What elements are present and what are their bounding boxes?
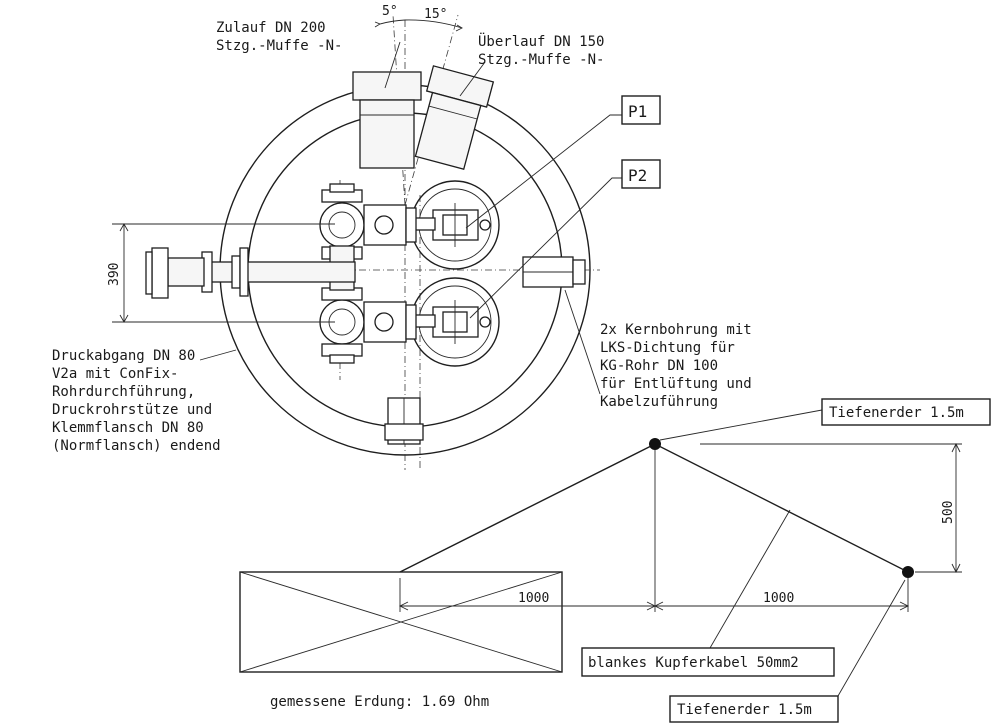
inlet-label-line-2: Stzg.-Muffe -N- xyxy=(216,38,342,54)
pump-2 xyxy=(409,277,500,367)
overflow-label-line-2: Stzg.-Muffe -N- xyxy=(478,52,604,68)
core-drilling-right xyxy=(522,256,586,288)
dim-1000-left: 1000 xyxy=(518,591,549,606)
svg-text:Rohrdurchführung,: Rohrdurchführung, xyxy=(52,384,195,400)
svg-text:Tiefenerder 1.5m: Tiefenerder 1.5m xyxy=(829,405,964,421)
ground-rod-bottom xyxy=(902,566,914,578)
dim-390-label: 390 xyxy=(107,263,122,286)
svg-text:KG-Rohr DN 100: KG-Rohr DN 100 xyxy=(600,358,718,374)
svg-text:Tiefenerder 1.5m: Tiefenerder 1.5m xyxy=(677,702,812,718)
earthing-layout: 1000 1000 500 xyxy=(239,409,962,697)
inlet-label-line-1: Zulauf DN 200 xyxy=(216,20,326,36)
svg-text:P2: P2 xyxy=(628,166,647,185)
svg-text:P1: P1 xyxy=(628,102,647,121)
svg-text:blankes Kupferkabel 50mm2: blankes Kupferkabel 50mm2 xyxy=(588,655,799,671)
svg-text:Kabelzuführung: Kabelzuführung xyxy=(600,394,718,410)
ground-rod-top xyxy=(649,438,661,450)
ground-rod-tag-top: Tiefenerder 1.5m xyxy=(821,398,991,426)
svg-text:für Entlüftung und: für Entlüftung und xyxy=(600,376,752,392)
core-drilling-bottom xyxy=(384,397,424,445)
svg-text:Druckabgang DN 80: Druckabgang DN 80 xyxy=(52,348,195,364)
copper-cable-route xyxy=(399,443,909,573)
svg-text:Klemmflansch DN 80: Klemmflansch DN 80 xyxy=(52,420,204,436)
angle-annotation: 5° 15° xyxy=(374,4,463,32)
dim-1000-right: 1000 xyxy=(763,591,794,606)
angle-5-label: 5° xyxy=(382,4,398,19)
inlet-sleeve xyxy=(352,71,422,169)
overflow-label-line-1: Überlauf DN 150 xyxy=(478,32,604,50)
svg-text:LKS-Dichtung für: LKS-Dichtung für xyxy=(600,340,735,356)
copper-cable-tag: blankes Kupferkabel 50mm2 xyxy=(581,647,835,677)
svg-text:V2a mit ConFix-: V2a mit ConFix- xyxy=(52,366,178,382)
svg-text:(Normflansch) endend: (Normflansch) endend xyxy=(52,438,221,454)
pump-1-tag: P1 xyxy=(621,95,661,125)
dimension-390: 390 xyxy=(107,223,335,323)
angle-ray-5 xyxy=(392,14,406,206)
core-drilling-description: 2x Kernbohrung mit LKS-Dichtung für KG-R… xyxy=(600,322,752,410)
pressure-outlet-pipe xyxy=(145,245,356,299)
ground-rod-tag-bottom: Tiefenerder 1.5m xyxy=(669,695,839,723)
pressure-outlet-description: Druckabgang DN 80 V2a mit ConFix- Rohrdu… xyxy=(52,348,221,454)
svg-text:2x Kernbohrung mit: 2x Kernbohrung mit xyxy=(600,322,752,338)
svg-text:Druckrohrstütze und: Druckrohrstütze und xyxy=(52,402,212,418)
dim-500-label: 500 xyxy=(941,501,956,524)
angle-15-label: 15° xyxy=(424,7,447,22)
measured-earthing-label: gemessene Erdung: 1.69 Ohm xyxy=(270,694,489,710)
valve-assembly-lower xyxy=(319,287,417,364)
pump-2-tag: P2 xyxy=(621,159,661,189)
pump-1 xyxy=(409,180,500,270)
overflow-sleeve xyxy=(414,65,495,171)
